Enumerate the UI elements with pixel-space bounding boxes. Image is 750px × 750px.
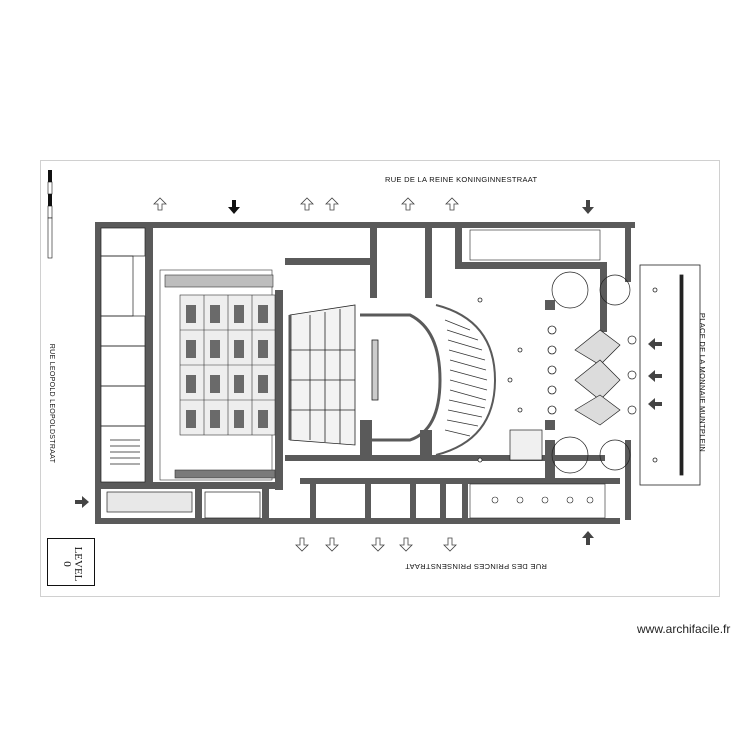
exterior-walls (95, 222, 635, 524)
entrance-arrow-right-3 (648, 398, 662, 410)
entrance-arrow-top-1 (228, 200, 240, 214)
entrance-arrow-top-7 (445, 197, 459, 211)
entrance-arrow-top-2 (582, 200, 594, 214)
level-box: LEVEL 0 (47, 538, 95, 586)
level-number: 0 (61, 561, 73, 567)
street-label-right: PLACE DE LA MONNAIE MUNTPLEIN (698, 312, 708, 453)
entrance-arrow-top-4 (300, 197, 314, 211)
level-label: LEVEL (72, 546, 84, 582)
foyer-columns (477, 297, 557, 463)
entrance-arrow-bottom-1 (582, 531, 594, 545)
street-label-top: RUE DE LA REINE KONINGINNESTRAAT (385, 175, 538, 184)
watermark: www.archifacile.fr (637, 622, 731, 636)
lower-right-rooms (469, 229, 606, 519)
entrance-arrow-right-2 (648, 370, 662, 382)
level-text: LEVEL 0 (61, 542, 84, 586)
entrance-arrow-top-5 (325, 197, 339, 211)
stage-grid (159, 269, 276, 481)
street-label-bottom: RUE DES PRINCES PRINSENSTRAAT (405, 562, 547, 571)
entrance-arrows (75, 197, 662, 552)
portico (639, 264, 701, 486)
street-label-left: RUE LEOPOLD LEOPOLDSTRAAT (48, 343, 56, 464)
scale-bar (47, 170, 53, 259)
entrance-arrow-bottom-6 (443, 537, 457, 552)
entrance-arrow-left (75, 496, 89, 508)
entrance-arrow-bottom-3 (325, 537, 339, 552)
right-stairs (509, 271, 637, 474)
entrance-arrow-right-1 (648, 338, 662, 350)
stage-house (288, 304, 356, 446)
entrance-arrow-bottom-4 (371, 537, 385, 552)
entrance-arrow-bottom-5 (399, 537, 413, 552)
left-wing-rooms (100, 227, 261, 519)
auditorium (360, 304, 497, 456)
entrance-arrow-top-3 (153, 197, 167, 211)
entrance-arrow-bottom-2 (295, 537, 309, 552)
entrance-arrow-top-6 (401, 197, 415, 211)
